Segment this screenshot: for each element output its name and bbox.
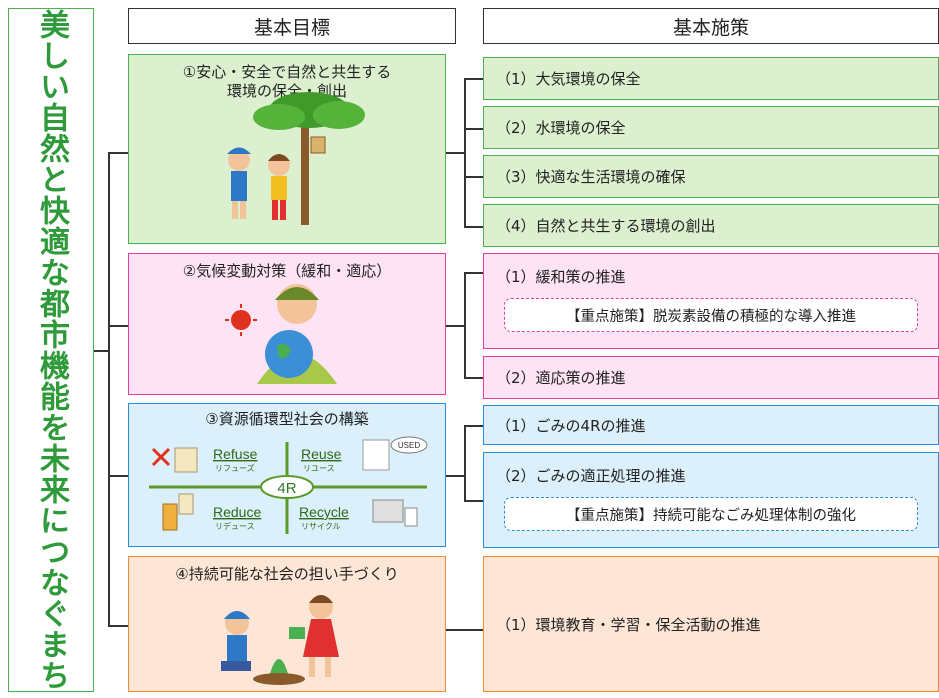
refuse-bag-icon [151, 447, 198, 473]
policy-3-2-box: （2）ごみの適正処理の推進 【重点施策】持続可能なごみ処理体制の強化 [483, 452, 939, 548]
goal-4-box: ④持続可能な社会の担い手づくり [128, 556, 446, 692]
goal-2-title: ②気候変動対策（緩和・適応） [182, 262, 392, 280]
connector-g2-vert [464, 272, 466, 377]
connector-g3-vert [464, 425, 466, 500]
policies-header: 基本施策 [483, 8, 939, 44]
vision-text: 美しい自然と快適な都市機能を未来につなぐまち [34, 9, 69, 691]
recycle-label: Recycle [299, 504, 349, 520]
goals-header: 基本目標 [128, 8, 456, 44]
refuse-kana: リフューズ [215, 463, 255, 473]
goal-4-title: ④持続可能な社会の担い手づくり [175, 565, 399, 583]
connector-vision [94, 350, 108, 352]
reuse-clothes-icon: USED [362, 436, 428, 471]
goal-1-box: ①安心・安全で自然と共生する 環境の保全・創出 [128, 54, 446, 244]
connector-g1-vert [464, 78, 466, 226]
connector-goal3 [108, 475, 128, 477]
connector-g1-out [446, 152, 464, 154]
connector-goal1 [108, 152, 128, 154]
policy-2-2: （2）適応策の推進 [483, 356, 939, 399]
reduce-bottle-icon [162, 493, 194, 531]
connector-g3-out [446, 475, 464, 477]
vision-box: 美しい自然と快適な都市機能を未来につなぐまち [8, 8, 94, 692]
connector-goal4 [108, 625, 128, 627]
children-tree-illustration [227, 92, 365, 225]
policy-1-4: （4）自然と共生する環境の創出 [483, 204, 939, 247]
connector-g2-p2 [464, 377, 483, 379]
used-tag: USED [398, 441, 420, 450]
connector-g1-p3 [464, 176, 483, 178]
priority-measure-2: 【重点施策】脱炭素設備の積極的な導入推進 [504, 298, 918, 332]
policy-1-2: （2）水環境の保全 [483, 106, 939, 149]
connector-g2-out [446, 325, 464, 327]
four-r-center: 4R [277, 480, 296, 497]
policy-1-3: （3）快適な生活環境の確保 [483, 155, 939, 198]
children-planting-illustration [221, 595, 339, 685]
connector-goal2 [108, 325, 128, 327]
connector-g1-p1 [464, 78, 483, 80]
earth-sun-illustration [225, 284, 337, 384]
connector-g4-out [446, 629, 483, 631]
recycle-newspaper-icon [372, 499, 418, 527]
goal-1-title-line1: ①安心・安全で自然と共生する [182, 63, 392, 81]
connector-g1-p4 [464, 226, 483, 228]
goal-2-box: ②気候変動対策（緩和・適応） [128, 253, 446, 395]
policy-1-1: （1）大気環境の保全 [483, 57, 939, 100]
policy-2-1-box: （1）緩和策の推進 【重点施策】脱炭素設備の積極的な導入推進 [483, 253, 939, 349]
reuse-kana: リユース [303, 464, 335, 473]
connector-g2-p1 [464, 272, 483, 274]
reduce-kana: リデュース [215, 521, 255, 531]
connector-trunk [108, 152, 110, 625]
four-r-illustration: 4R Refuse リフューズ Reuse リユース Reduce リデュース … [149, 436, 428, 534]
goal-3-box: ③資源循環型社会の構築 4R Refuse リフューズ Reuse リユース R… [128, 403, 446, 547]
policy-3-1: （1）ごみの4Rの推進 [483, 405, 939, 445]
goal-3-title: ③資源循環型社会の構築 [205, 410, 369, 428]
connector-g3-p1 [464, 425, 483, 427]
connector-g3-p2 [464, 500, 483, 502]
reduce-label: Reduce [213, 504, 261, 520]
refuse-label: Refuse [213, 446, 258, 462]
priority-measure-3: 【重点施策】持続可能なごみ処理体制の強化 [504, 497, 918, 531]
policy-2-1: （1）緩和策の推進 [496, 268, 626, 286]
policy-3-2: （2）ごみの適正処理の推進 [496, 467, 686, 485]
policy-4-1: （1）環境教育・学習・保全活動の推進 [483, 556, 939, 692]
connector-g1-p2 [464, 128, 483, 130]
reuse-label: Reuse [301, 446, 342, 462]
recycle-kana: リサイクル [301, 522, 341, 531]
